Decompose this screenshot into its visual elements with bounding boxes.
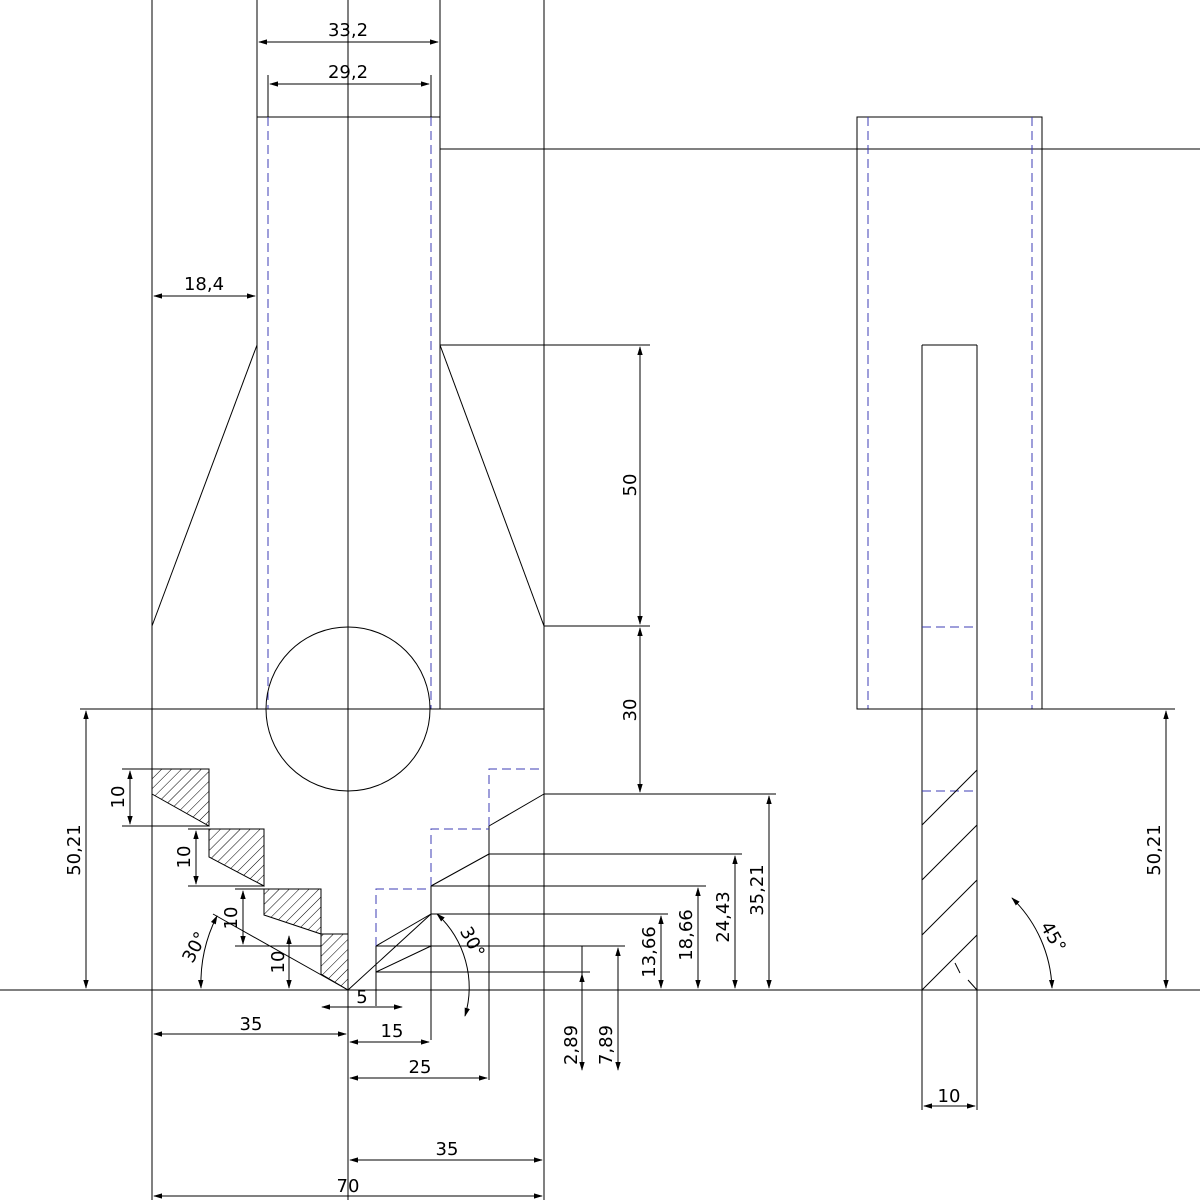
- dim-label-13-66: 13,66: [639, 926, 660, 978]
- dim-label-angle-30-left: 30°: [178, 928, 212, 966]
- hidden-step-2: [430, 828, 489, 886]
- front-view-dimensions: 33,2 29,2 18,4 50 30 50,21 10 10 10 10 3…: [64, 20, 772, 1199]
- angle-arc-30-left: [198, 915, 218, 989]
- bore-circle: [265, 626, 431, 792]
- dim-label-2-89: 2,89: [561, 1025, 582, 1065]
- dim-label-10-c: 10: [221, 907, 242, 930]
- dim-label-15: 15: [381, 1021, 404, 1042]
- dim-label-7-89: 7,89: [596, 1025, 617, 1065]
- angle-arc-45: [1011, 897, 1055, 989]
- dim-label-29-2: 29,2: [328, 62, 368, 83]
- dim-label-35-left: 35: [240, 1014, 263, 1035]
- dim-label-33-2: 33,2: [328, 20, 368, 41]
- blade-hatching: [921, 769, 978, 991]
- dim-label-30: 30: [620, 699, 641, 722]
- dim-label-24-43: 24,43: [713, 891, 734, 943]
- hatched-step-2: [208, 828, 265, 887]
- dim-label-18-66: 18,66: [676, 909, 697, 961]
- dim-label-35-bottom: 35: [436, 1139, 459, 1160]
- dim-label-10-b: 10: [174, 846, 195, 869]
- side-view: 45° 50,21 10: [856, 116, 1175, 1110]
- dim-label-70: 70: [337, 1176, 360, 1197]
- dim-label-10-side: 10: [938, 1086, 961, 1107]
- dim-label-angle-45: 45°: [1036, 918, 1070, 956]
- dim-label-10-a: 10: [108, 786, 129, 809]
- dim-label-50-21-right: 50,21: [1144, 824, 1165, 876]
- hidden-step-1: [375, 888, 431, 946]
- blade-tick-b: [967, 979, 978, 991]
- angle-arc-30-right: [436, 913, 470, 1017]
- v-step-line-1: [375, 913, 432, 947]
- v-step-line-4: [488, 793, 545, 827]
- v-step-line-2: [375, 945, 432, 973]
- hatched-step-4: [320, 933, 349, 991]
- dim-label-25: 25: [409, 1057, 432, 1078]
- dim-label-5: 5: [356, 987, 367, 1008]
- v-notch-left: [212, 913, 349, 991]
- hatched-step-3: [263, 888, 322, 935]
- dim-label-10-d: 10: [268, 951, 289, 974]
- dim-label-50-21-left: 50,21: [64, 824, 85, 876]
- hatched-step-1: [151, 768, 210, 827]
- dim-label-18-4: 18,4: [184, 274, 224, 295]
- v-step-line-3: [430, 853, 490, 887]
- blade-tick-a: [954, 962, 961, 974]
- dim-label-angle-30-right: 30°: [455, 923, 489, 961]
- left-taper: [151, 344, 258, 627]
- dim-label-35-21: 35,21: [747, 864, 768, 916]
- right-taper: [439, 344, 545, 627]
- dim-label-50: 50: [620, 474, 641, 497]
- side-body-outline: [856, 116, 1043, 710]
- v-notch-right: [347, 913, 432, 991]
- hidden-step-3: [488, 768, 544, 826]
